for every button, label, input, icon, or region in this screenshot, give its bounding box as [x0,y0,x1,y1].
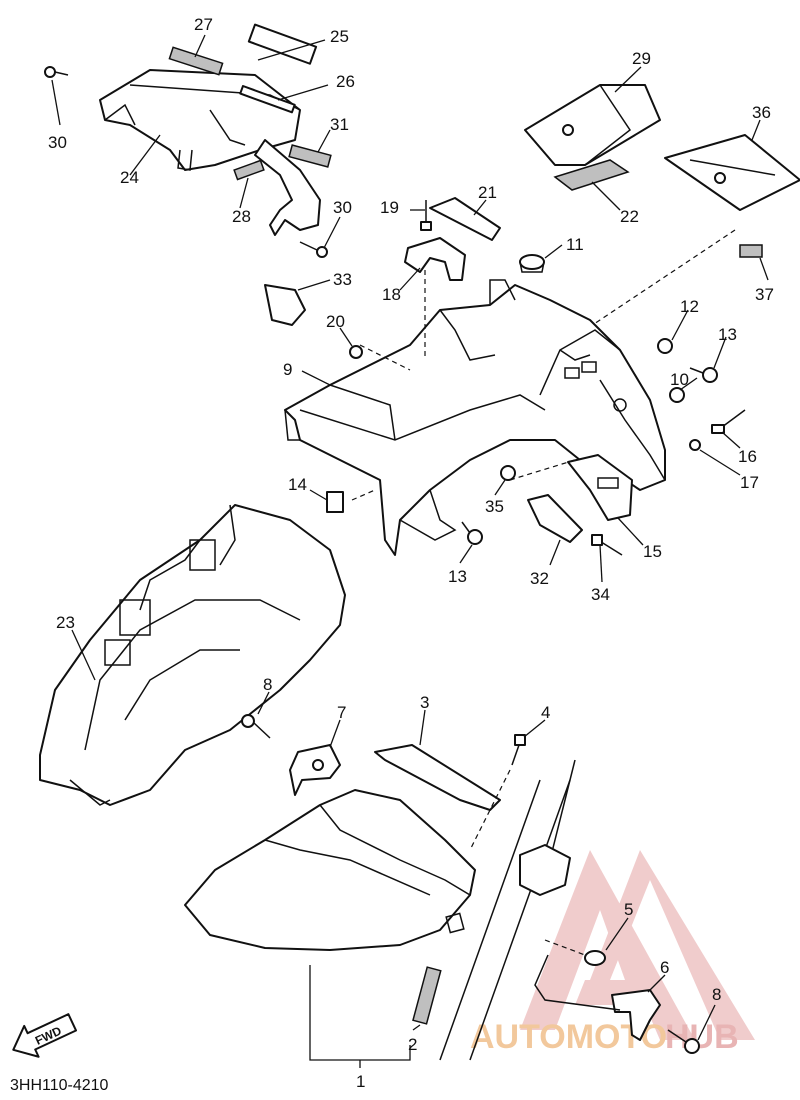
label-33: 33 [333,270,352,289]
label-22: 22 [620,207,639,226]
hose [534,954,621,1011]
dashed-line-36 [539,229,736,361]
label-14: 14 [288,475,307,494]
bracket-arm-28 [254,139,321,236]
grommet-11 [519,254,545,273]
dashed-line-14 [351,489,376,501]
label-29: 29 [632,49,651,68]
label-30-mid: 30 [333,198,352,217]
pad-37 [739,244,763,258]
nut-20 [349,345,363,359]
fork-tube [439,759,576,1061]
label-11: 11 [566,235,584,254]
bolt-4 [511,734,526,766]
bracket-18 [404,237,466,281]
label-3: 3 [420,693,429,712]
label-7: 7 [337,703,346,722]
bolt-8-right [667,1029,700,1054]
pad-28 [233,159,265,181]
inner-fender-23 [39,504,346,806]
label-28: 28 [232,207,251,226]
label-18: 18 [382,285,401,304]
bolt-13-left [461,521,483,545]
bracket-33 [264,284,306,326]
leader-lines [51,34,769,1068]
drawing-code: 3HH110-4210 [10,1077,109,1094]
label-2: 2 [408,1035,417,1054]
pad-31 [288,144,332,168]
washer-17 [689,439,701,451]
label-30-top: 30 [48,133,67,152]
bracket-6 [611,989,661,1041]
label-13-left: 13 [448,567,467,586]
nut-12 [657,338,673,354]
label-16: 16 [738,447,757,466]
label-17: 17 [740,473,759,492]
label-35: 35 [485,497,504,516]
fwd-arrow: FWD [12,1013,77,1058]
nut-14 [326,491,344,513]
label-12: 12 [680,297,699,316]
bracket-3 [374,744,501,811]
nut-35 [500,465,516,481]
pad-22 [553,159,630,191]
watermark-text-hub: HUB [665,1018,739,1056]
pad-27 [168,46,224,76]
label-6: 6 [660,958,669,977]
label-1: 1 [356,1072,365,1091]
bolt-13-right [689,367,718,383]
label-19: 19 [380,198,399,217]
plug-5 [584,950,606,966]
clip-19 [420,200,432,231]
label-25 [247,23,318,65]
dashed-line-4 [469,769,511,851]
reflector-bracket-15 [567,454,633,521]
dashed-line-20 [359,344,411,371]
label-26: 26 [336,72,355,91]
front-fender-1 [184,789,476,951]
label-32: 32 [530,569,549,588]
label-10: 10 [670,370,689,389]
label-9: 9 [283,360,292,379]
label-36: 36 [752,103,771,122]
bolt-34 [591,534,623,556]
label-20: 20 [326,312,345,331]
bolt-30-top [44,66,69,78]
reflector-2 [412,966,442,1025]
label-15: 15 [643,542,662,561]
light-29 [524,84,661,166]
bracket-7 [289,744,341,796]
part-labels: 27 25 26 30 24 31 28 30 29 36 22 37 19 2… [48,15,774,1091]
bolt-30-mid [299,241,328,258]
label-8-right: 8 [712,985,721,1004]
label-24: 24 [120,168,139,187]
bolt-8-left [241,714,271,739]
label-8-left: 8 [263,675,272,694]
dashed-line-5 [544,939,586,956]
strip-26 [239,85,296,114]
label-23: 23 [56,613,75,632]
label-31: 31 [330,115,349,134]
label-25: 25 [330,27,349,46]
strap-21 [429,197,501,241]
label-4: 4 [541,703,550,722]
label-21: 21 [478,183,497,202]
plate-36 [664,134,800,211]
label-27: 27 [194,15,213,34]
grommet-10 [669,387,685,403]
label-37: 37 [755,285,774,304]
dashed-line-35 [509,459,576,481]
reflector-bolt-16 [711,409,746,434]
label-13-right: 13 [718,325,737,344]
label-34: 34 [591,585,610,604]
label-5: 5 [624,900,633,919]
bracket-32 [527,494,583,543]
